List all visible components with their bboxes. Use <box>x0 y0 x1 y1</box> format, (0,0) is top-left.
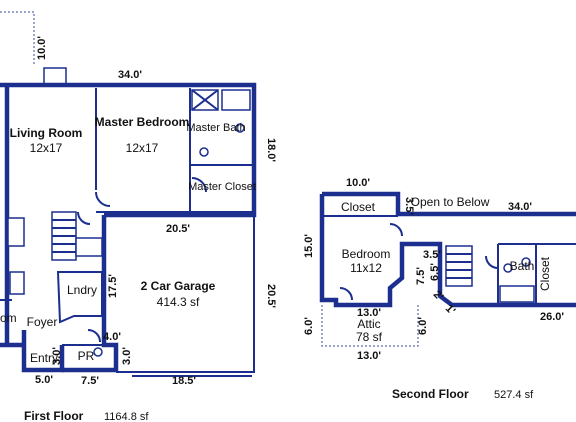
laundry-label: Lndry <box>67 283 97 297</box>
dim-pr-right: 3.0' <box>121 347 133 365</box>
second-closet-label: Closet <box>538 256 552 291</box>
door-swing <box>95 191 111 207</box>
dim-step-c: 7.5' <box>415 267 427 285</box>
second-sink-icon <box>521 257 531 267</box>
attic-area: 78 sf <box>356 330 383 344</box>
stair-treads <box>446 253 472 279</box>
open-to-below-label: Open to Below <box>411 195 490 209</box>
door-swing <box>339 287 353 301</box>
dim-garage-left: 17.5' <box>107 274 119 298</box>
master-closet-label: Master Closet <box>188 181 256 193</box>
bath-walls <box>497 243 576 305</box>
dim-top-left: 10.0' <box>346 177 370 189</box>
living-room-size: 12x17 <box>30 141 63 155</box>
living-room-label: Living Room <box>10 126 83 140</box>
second-bathtub <box>499 285 535 303</box>
attic-label: Attic <box>357 317 380 331</box>
garage-area: 414.3 sf <box>157 295 200 309</box>
dim-bottom-mid: 7.5' <box>81 375 99 387</box>
toilet-icon <box>199 147 209 157</box>
dim-step-b: 3.5' <box>423 249 441 261</box>
dim-bottom-left: 5.0' <box>35 374 53 386</box>
shower <box>221 89 251 111</box>
window-left <box>7 217 25 247</box>
door-swing <box>87 329 101 343</box>
second-floor-top-wall <box>322 191 576 217</box>
first-floor-area: 1164.8 sf <box>104 411 149 422</box>
dim-step-d: 6.5' <box>429 263 441 281</box>
dim-right-bottom: 26.0' <box>540 311 564 323</box>
deck-outline <box>0 11 35 64</box>
stair-treads <box>52 219 76 253</box>
pr-wall <box>62 215 119 373</box>
dim-mid: 20.5' <box>166 223 190 235</box>
dim-right-bedroom: 18.0' <box>265 138 277 162</box>
entry-wall <box>21 330 65 373</box>
master-bedroom-label: Master Bedroom <box>95 115 190 129</box>
entry-label: Entry <box>30 351 58 365</box>
sink-icon <box>235 123 245 133</box>
pr-toilet-icon <box>93 347 103 357</box>
second-floor-title: Second Floor <box>392 387 469 401</box>
attic-outline <box>321 305 419 347</box>
door-swing <box>77 211 91 225</box>
second-bath-label: Bath <box>510 259 535 273</box>
dim-attic-left: 6.0' <box>303 317 315 335</box>
door-swing <box>191 177 207 193</box>
master-bath-label: Master Bath <box>186 122 245 134</box>
dim-left: 15.0' <box>303 234 315 258</box>
stair-landing <box>75 237 103 257</box>
dim-step-a: 3.5' <box>403 197 415 215</box>
partial-room-label: om <box>0 311 17 325</box>
garage-wall <box>116 215 255 373</box>
second-toilet-icon <box>503 263 513 273</box>
powder-room-label: PR <box>78 349 95 363</box>
dim-chimney: 10.0' <box>36 36 48 60</box>
dim-garage-right: 20.5' <box>265 284 277 308</box>
door-swing <box>389 223 403 237</box>
dim-top: 34.0' <box>118 69 142 81</box>
window-left-lower <box>9 271 25 295</box>
dim-attic-bottom: 13.0' <box>357 350 381 362</box>
chimney <box>43 67 67 85</box>
door-swing <box>485 255 499 269</box>
master-bedroom-size: 12x17 <box>126 141 159 155</box>
garage-label: 2 Car Garage <box>141 279 216 293</box>
dim-entry-side: 3.0' <box>51 347 63 365</box>
closet-top-label: Closet <box>341 200 376 214</box>
second-floor-plan: Closet Open to Below Bedroom 11x12 Attic… <box>303 177 576 401</box>
foyer-label: Foyer <box>27 315 58 329</box>
laundry-room-wall <box>56 271 103 324</box>
stairs-second-floor <box>445 245 473 287</box>
dim-garage-bottom: 18.5' <box>172 375 196 387</box>
first-floor-title: First Floor <box>24 409 84 422</box>
second-bedroom-label: Bedroom <box>342 247 391 261</box>
dim-attic-right: 6.0' <box>417 317 429 335</box>
dim-bottom-mid: 13.0' <box>357 307 381 319</box>
second-bedroom-size: 11x12 <box>350 261 382 275</box>
second-floor-outer-wall <box>319 194 576 308</box>
dim-pr-left: 4.0' <box>103 331 121 343</box>
second-floor-area: 527.4 sf <box>494 389 534 401</box>
house-outer-wall <box>0 82 257 218</box>
first-floor-plan: Living Room 12x17 Master Bedroom 12x17 M… <box>0 11 277 422</box>
dim-top-right: 34.0' <box>508 201 532 213</box>
